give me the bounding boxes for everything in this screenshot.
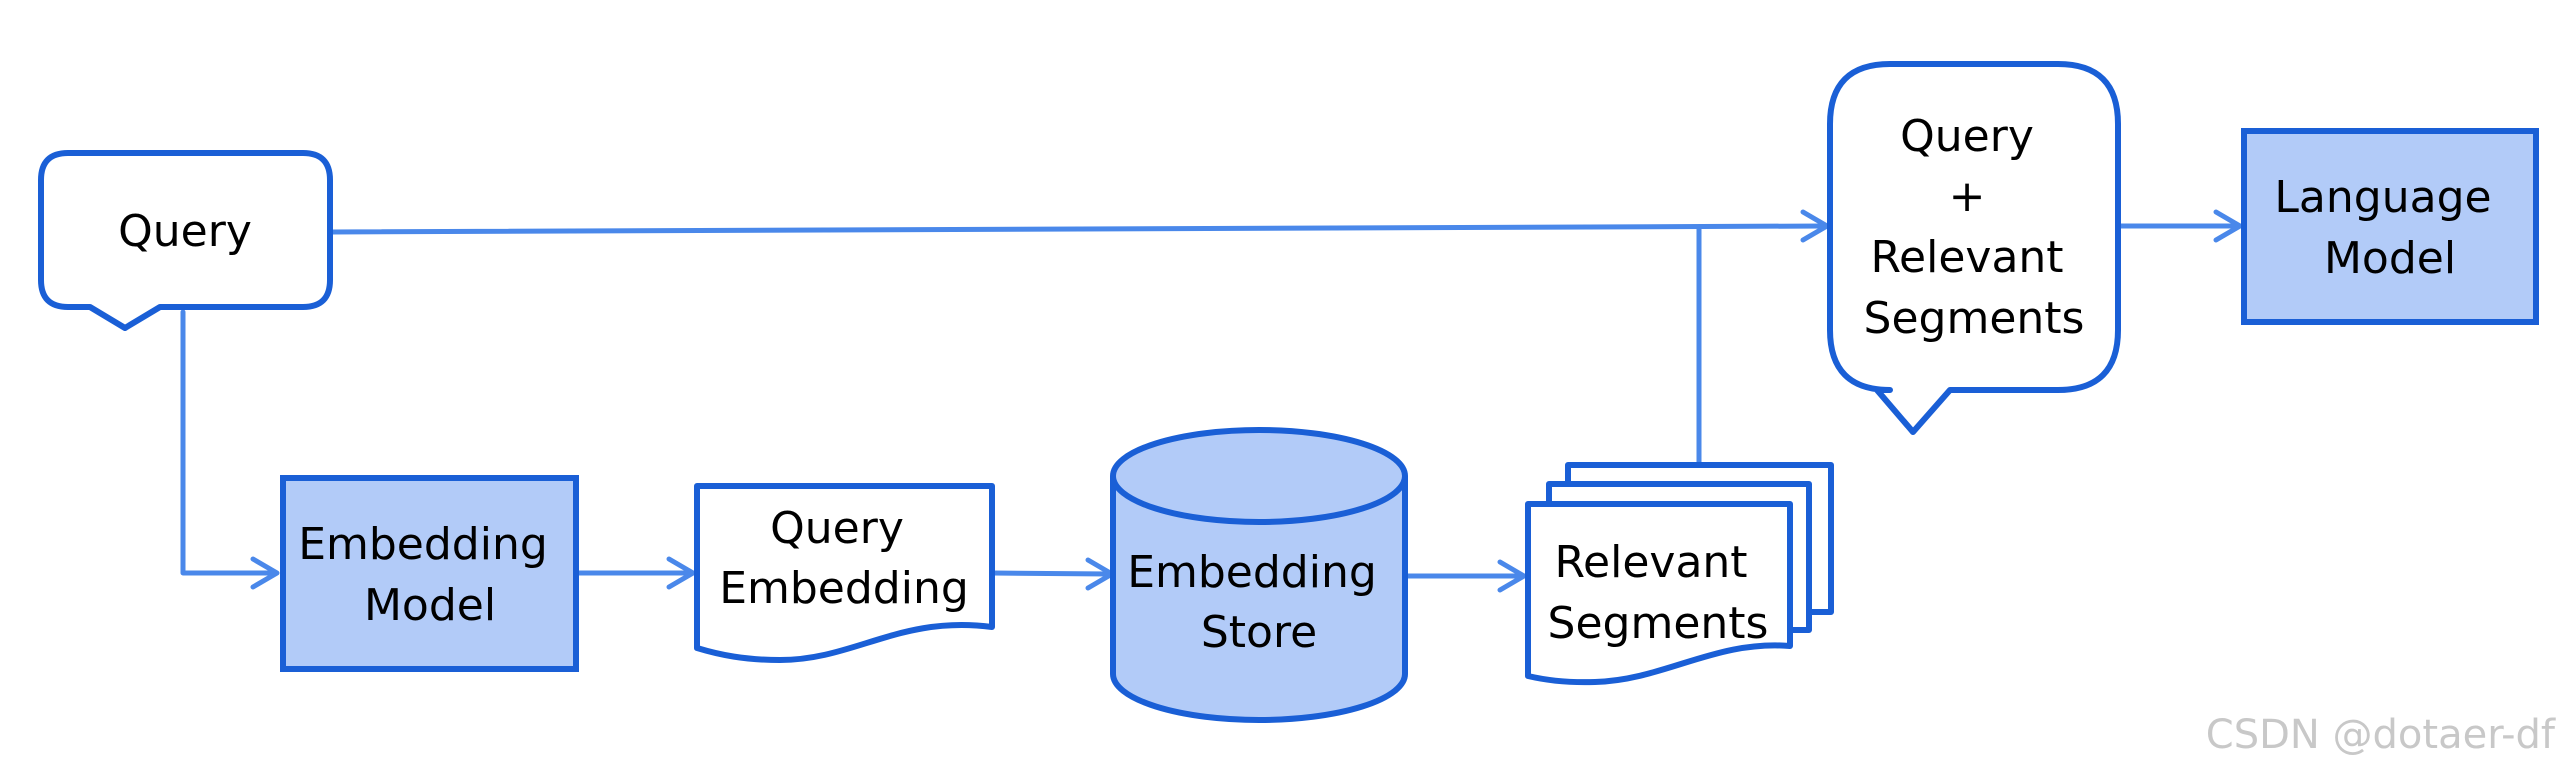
- node-embedding-model-line-2: Model: [364, 580, 496, 631]
- node-relevant-segments-line-1: Relevant: [1554, 537, 1747, 588]
- arrowhead-icon: [250, 556, 280, 590]
- edge-query-embedding-to-embedding-store: [989, 570, 1113, 577]
- node-query-plus-segments-line-3: Relevant: [1870, 232, 2063, 283]
- edge-query-to-embedding-model: [180, 309, 278, 576]
- document-front-shape: [1525, 501, 1793, 686]
- node-language-model-line-2: Model: [2324, 233, 2456, 284]
- speech-bubble-shape: [38, 150, 333, 331]
- node-relevant-segments: Relevant Segments: [1525, 462, 1834, 686]
- node-relevant-segments-line-2: Segments: [1548, 598, 1769, 649]
- node-language-model: Language Model: [2241, 128, 2539, 325]
- node-query-embedding-line-1: Query: [770, 503, 904, 554]
- cylinder-body-shape: [1110, 476, 1408, 723]
- node-query: Query: [38, 150, 333, 331]
- node-language-model-label: Language Model: [2274, 172, 2505, 284]
- node-relevant-segments-label: Relevant Segments: [1548, 537, 1769, 649]
- cylinder-top-shape: [1110, 427, 1408, 525]
- node-query-plus-segments-line-2: +: [1949, 171, 1986, 222]
- node-query-plus-segments-line-1: Query: [1900, 111, 2034, 162]
- node-query-embedding: Query Embedding: [694, 483, 995, 663]
- rectangle-shape: [280, 475, 579, 672]
- node-query-plus-segments: Query + Relevant Segments: [1827, 61, 2121, 435]
- node-embedding-model-label: Embedding Model: [298, 519, 562, 631]
- node-query-plus-segments-line-4: Segments: [1864, 293, 2085, 344]
- node-embedding-store: Embedding Store: [1110, 427, 1408, 723]
- document-shape: [694, 483, 995, 663]
- node-embedding-store-label: Embedding Store: [1127, 547, 1391, 658]
- arrowhead-icon: [666, 556, 696, 590]
- watermark: CSDN @dotaer-df: [2206, 712, 2556, 758]
- connectors: [180, 209, 2243, 593]
- speech-bubble-shape: [1827, 61, 2121, 435]
- node-query-embedding-line-2: Embedding: [719, 563, 969, 614]
- node-query-embedding-label: Query Embedding: [719, 503, 969, 614]
- node-query-line-1: Query: [118, 206, 252, 257]
- node-query-plus-segments-label: Query + Relevant Segments: [1864, 111, 2085, 344]
- node-language-model-line-1: Language: [2274, 172, 2491, 223]
- node-embedding-store-line-1: Embedding: [1127, 547, 1377, 598]
- node-embedding-store-line-2: Store: [1201, 607, 1317, 658]
- edge-query-to-query-plus-segments: [328, 223, 1828, 235]
- node-embedding-model-line-1: Embedding: [298, 519, 548, 570]
- arrowhead-icon: [1497, 559, 1527, 593]
- arrowhead-icon: [2213, 209, 2243, 243]
- rectangle-shape: [2241, 128, 2539, 325]
- node-embedding-model: Embedding Model: [280, 475, 579, 672]
- node-query-label: Query: [118, 206, 252, 257]
